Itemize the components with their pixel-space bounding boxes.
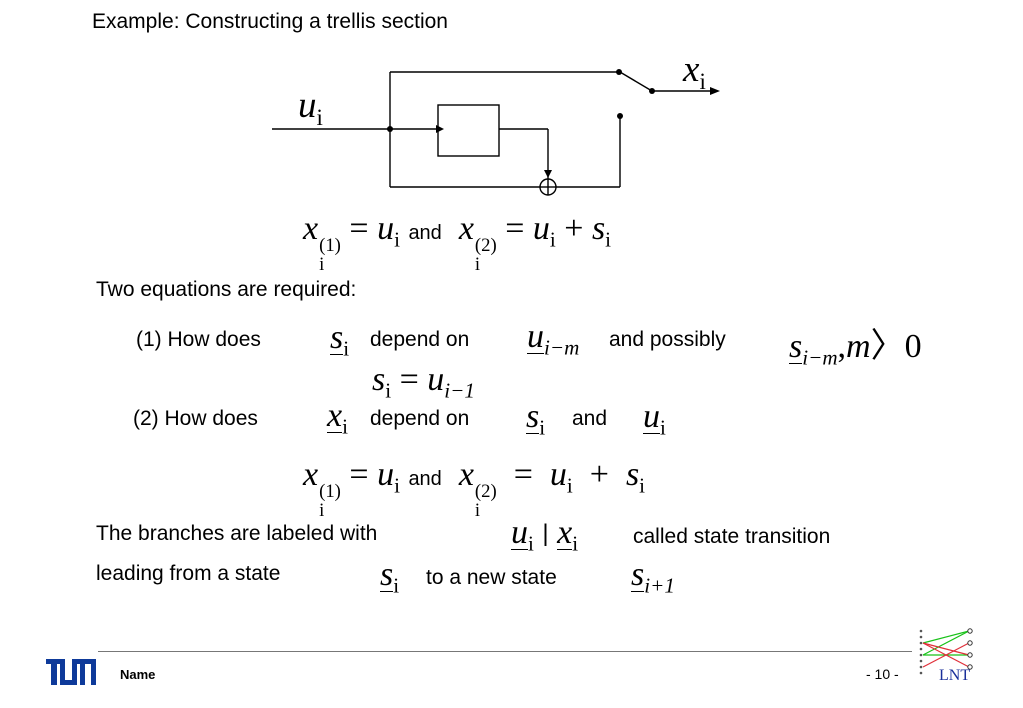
- lnt-logo: [919, 628, 973, 675]
- question-2-and: and: [572, 407, 608, 430]
- branches-line-1-end: called state transition: [633, 525, 831, 548]
- equation-row-2: x(1)i = ui and x(2)i = ui + si: [303, 456, 646, 521]
- page-number: - 10 -: [866, 666, 899, 682]
- question-1-mid: depend on: [370, 328, 470, 351]
- var-u-i-minus-m: ui−m: [527, 318, 580, 360]
- var-s-i-underlined-2: si: [526, 398, 546, 440]
- var-x-i-underlined: xi: [327, 397, 348, 439]
- encoder-diagram: [272, 69, 720, 196]
- shift-register-box: [437, 104, 500, 157]
- question-1-prefix: (1) How does: [136, 328, 261, 351]
- junction-dot: [387, 126, 393, 132]
- lnt-logo-text: LNT: [939, 667, 971, 684]
- var-u-i-underlined: ui: [643, 398, 666, 440]
- switch-contact-bottom: [617, 113, 623, 119]
- branches-line-1: The branches are labeled with: [96, 522, 378, 545]
- arrow-to-adder: [544, 170, 552, 178]
- output-arrow: [710, 87, 720, 95]
- var-s-i-state: si: [380, 556, 400, 598]
- question-2-prefix: (2) How does: [133, 407, 258, 430]
- label-x-i: xi: [683, 49, 706, 95]
- var-s-i-minus-m: si−m,m〉0: [789, 328, 922, 370]
- branches-line-2-mid: to a new state: [426, 566, 557, 589]
- switch-lever: [619, 71, 653, 92]
- footer-divider: [98, 651, 912, 652]
- label-u-i: ui: [298, 85, 323, 131]
- slide-title: Example: Constructing a trellis section: [92, 10, 448, 33]
- var-s-i-underlined: si: [330, 319, 350, 361]
- switch-pivot: [649, 88, 655, 94]
- branches-line-2: leading from a state: [96, 562, 281, 585]
- intro-text: Two equations are required:: [96, 278, 357, 301]
- tum-logo: [46, 659, 96, 685]
- footer-name: Name: [120, 667, 156, 682]
- switch-contact-top: [616, 69, 622, 75]
- question-1-suffix: and possibly: [609, 328, 726, 351]
- question-2-mid: depend on: [370, 407, 470, 430]
- equation-row-1: x(1)i = ui and x(2)i = ui + si: [303, 210, 612, 275]
- branch-label: ui | xi: [511, 514, 579, 556]
- arrow-to-register: [436, 125, 444, 133]
- var-s-i-plus-1: si+1: [631, 556, 675, 598]
- equation-state: si = ui−1: [372, 361, 475, 403]
